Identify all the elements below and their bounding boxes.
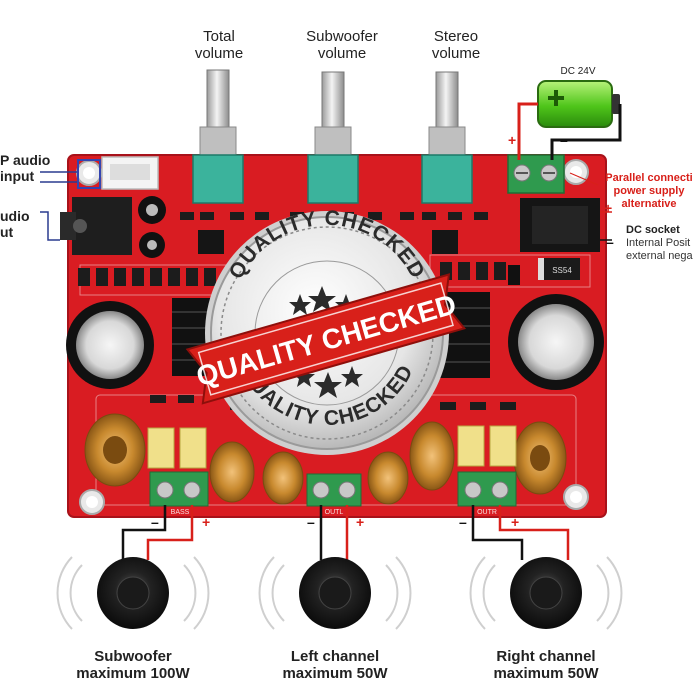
mounting-holes bbox=[76, 159, 589, 515]
output-terminal-bass bbox=[149, 471, 209, 507]
battery-plus-sign: + bbox=[508, 132, 517, 148]
speaker-right bbox=[469, 556, 623, 630]
potentiometer-total bbox=[192, 69, 244, 204]
capacitor-right bbox=[508, 294, 604, 390]
right-minus-sign: – bbox=[459, 514, 467, 530]
bass-silk-label: BASS bbox=[171, 509, 190, 516]
stereo-volume-label: Stereo volume bbox=[431, 28, 481, 63]
p-audio-input-label: P audio input bbox=[0, 152, 51, 185]
output-terminal-left bbox=[306, 473, 362, 507]
battery-minus-sign: – bbox=[560, 132, 568, 148]
capacitor-left bbox=[66, 301, 154, 389]
left-minus-sign: – bbox=[307, 514, 315, 530]
bass-plus-sign: + bbox=[202, 514, 211, 530]
left-channel-speaker-label: Left channel maximum 50W bbox=[282, 648, 388, 683]
right-channel-speaker-label: Right channel maximum 50W bbox=[493, 648, 599, 683]
power-terminal bbox=[507, 154, 565, 194]
dc-socket-label: DC socket Internal Posit external nega bbox=[626, 224, 693, 263]
right-plus-sign: + bbox=[511, 514, 520, 530]
dc-plus-sign: + bbox=[604, 200, 613, 216]
speaker-left bbox=[258, 556, 412, 630]
subwoofer-speaker-label: Subwoofer maximum 100W bbox=[76, 648, 190, 683]
left-plus-sign: + bbox=[356, 514, 365, 530]
potentiometer-subwoofer bbox=[307, 71, 359, 204]
battery-icon bbox=[537, 80, 620, 128]
op-amp-chip-right bbox=[432, 230, 458, 254]
outl-silk-label: OUTL bbox=[325, 509, 344, 516]
ss54-diode bbox=[538, 258, 580, 280]
bass-minus-sign: – bbox=[151, 514, 159, 530]
dc-minus-sign: – bbox=[606, 234, 614, 250]
total-volume-label: Total volume bbox=[194, 28, 244, 63]
speaker-subwoofer bbox=[56, 556, 210, 630]
ss54-label: SS54 bbox=[552, 266, 572, 275]
op-amp-chip-left bbox=[198, 230, 224, 254]
output-terminal-right bbox=[457, 471, 517, 507]
subwoofer-volume-label: Subwoofer volume bbox=[306, 28, 378, 63]
battery-voltage-label: DC 24V bbox=[560, 66, 596, 77]
parallel-power-label: Parallel connecti power supply alternati… bbox=[605, 172, 693, 211]
potentiometer-stereo bbox=[421, 71, 473, 204]
outr-silk-label: OUTR bbox=[477, 509, 497, 516]
audio-out-label: udio ut bbox=[0, 208, 30, 241]
inductors bbox=[84, 413, 567, 505]
